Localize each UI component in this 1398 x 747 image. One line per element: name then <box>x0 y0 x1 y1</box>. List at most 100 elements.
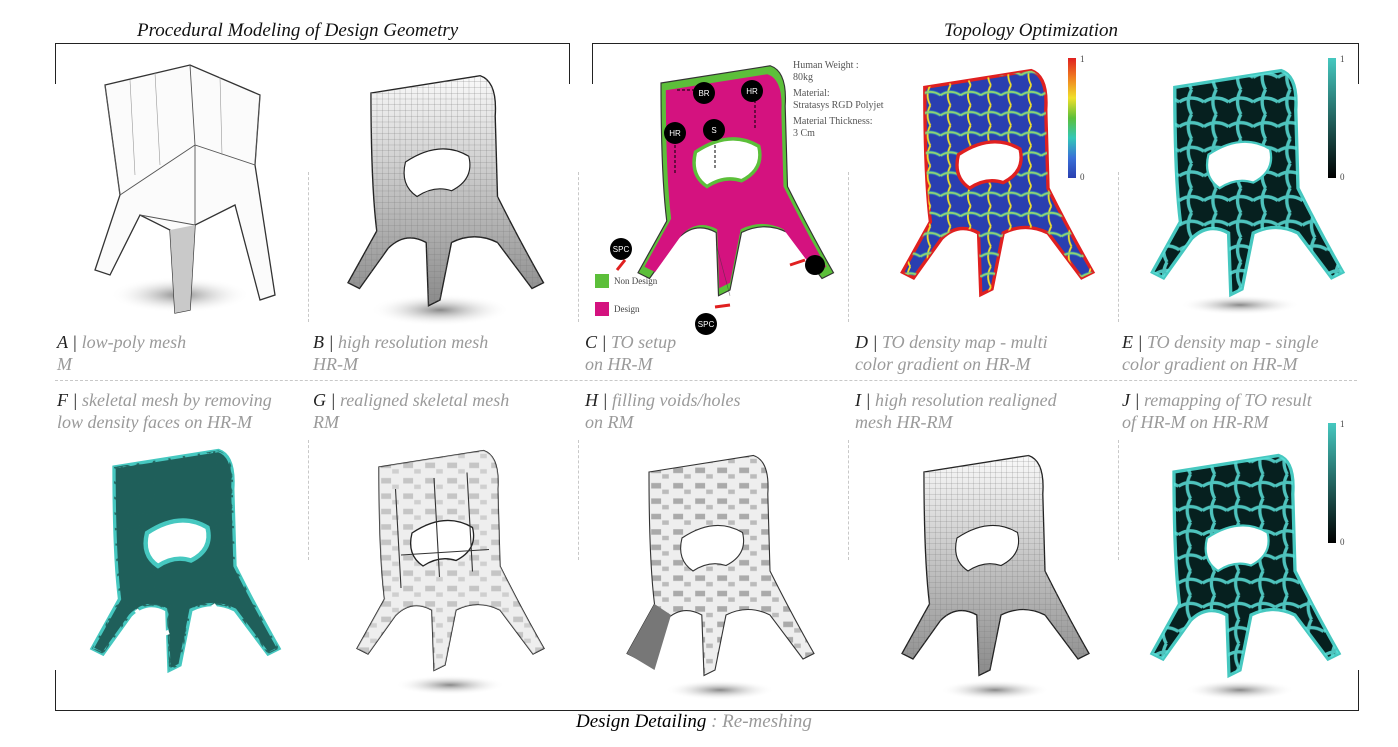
hr-badge: HR <box>664 122 686 144</box>
chair-filled-voids <box>605 450 835 700</box>
caption-letter: J <box>1122 390 1130 410</box>
procedural-bracket <box>55 43 570 84</box>
caption-line2: on RM <box>585 412 634 432</box>
caption-sep: | <box>326 390 340 410</box>
column-divider <box>578 172 579 322</box>
caption-letter: H <box>585 390 598 410</box>
caption-line1: high resolution realigned <box>874 390 1057 410</box>
s-badge: S <box>703 119 725 141</box>
hr-badge: HR <box>741 80 763 102</box>
caption-letter: B <box>313 332 324 352</box>
caption-line1: high resolution mesh <box>337 332 489 352</box>
caption-letter: D <box>855 332 868 352</box>
chair-highres-render <box>320 55 560 326</box>
to-setup-notes: Human Weight : 80kg Material: Stratasys … <box>793 60 884 140</box>
caption-line2: mesh HR-RM <box>855 412 953 432</box>
column-divider <box>848 172 849 322</box>
density-scale-single <box>1328 58 1336 178</box>
caption-line2: HR-M <box>313 354 358 374</box>
chair-skeletal-outline <box>335 445 565 695</box>
caption-line1: remapping of TO result <box>1143 390 1312 410</box>
caption-line1: TO setup <box>610 332 677 352</box>
caption-sep: | <box>1133 332 1147 352</box>
caption-line2: color gradient on HR-M <box>855 354 1031 374</box>
column-divider <box>578 440 579 560</box>
scale-min-label: 0 <box>1340 537 1345 547</box>
caption-line2: M <box>57 354 72 374</box>
caption-sep: | <box>67 332 82 352</box>
scale-min-label: 0 <box>1080 172 1085 182</box>
scale-max-label: 1 <box>1340 54 1345 64</box>
caption-line2: of HR-M on HR-RM <box>1122 412 1269 432</box>
chair-density-single <box>1130 55 1350 315</box>
support-point-icon <box>805 255 825 275</box>
row-divider <box>55 380 1357 381</box>
caption-sep: | <box>598 390 612 410</box>
scale-max-label: 1 <box>1340 419 1345 429</box>
caption-sep: | <box>1130 390 1144 410</box>
caption-sep: | <box>861 390 875 410</box>
caption-line2: RM <box>313 412 339 432</box>
caption-line1: filling voids/holes <box>611 390 741 410</box>
column-divider <box>308 172 309 322</box>
topology-bracket <box>592 43 1359 84</box>
detailing-bracket <box>55 670 1359 711</box>
caption-letter: G <box>313 390 326 410</box>
note-line: 3 Cm <box>793 128 815 139</box>
caption-line2: low density faces on HR-M <box>57 412 252 432</box>
chair-remapped-teal <box>1130 450 1350 700</box>
design-label: Design <box>614 304 640 314</box>
caption-letter: F <box>57 390 68 410</box>
design-swatch <box>595 302 609 316</box>
note-line: Stratasys RGD Polyjet <box>793 100 884 111</box>
procedural-title: Procedural Modeling of Design Geometry <box>137 20 459 41</box>
caption-line1: low-poly mesh <box>81 332 187 352</box>
caption-letter: A <box>57 332 68 352</box>
caption-line2: on HR-M <box>585 354 653 374</box>
caption-letter: C <box>585 332 598 352</box>
detailing-title-main: Design Detailing <box>576 711 707 732</box>
column-divider <box>1118 172 1119 322</box>
chair-lowpoly-render <box>60 45 300 315</box>
density-scale-remapped <box>1328 423 1336 543</box>
note-line: Material: <box>793 88 830 99</box>
spc-badge: SPC <box>695 313 717 335</box>
caption-line2: color gradient on HR-M <box>1122 354 1298 374</box>
caption-letter: I <box>855 390 861 410</box>
caption-line1: TO density map - multi <box>881 332 1048 352</box>
density-scale-multicolor <box>1068 58 1076 178</box>
spc-badge: SPC <box>610 238 632 260</box>
chair-skeletal-teal <box>70 445 300 695</box>
caption-line1: TO density map - single <box>1146 332 1319 352</box>
chair-to-setup <box>595 55 845 325</box>
non-design-swatch <box>595 274 609 288</box>
caption-line1: skeletal mesh by removing <box>81 390 272 410</box>
detailing-title: Design Detailing : Re-meshing <box>576 711 812 733</box>
note-line: Material Thickness: <box>793 116 873 127</box>
caption-sep: | <box>868 332 882 352</box>
column-divider <box>1118 440 1119 560</box>
chair-highres-realigned <box>880 450 1110 700</box>
chair-density-multicolor <box>880 55 1100 315</box>
topology-title: Topology Optimization <box>944 20 1119 41</box>
note-line: 80kg <box>793 72 813 83</box>
caption-line1: realigned skeletal mesh <box>339 390 510 410</box>
note-line: Human Weight : <box>793 60 859 71</box>
scale-max-label: 1 <box>1080 54 1085 64</box>
detailing-title-sub: : Re-meshing <box>706 711 812 732</box>
caption-letter: E <box>1122 332 1133 352</box>
br-badge: BR <box>693 82 715 104</box>
caption-sep: | <box>68 390 82 410</box>
caption-sep: | <box>324 332 338 352</box>
scale-min-label: 0 <box>1340 172 1345 182</box>
column-divider <box>848 440 849 560</box>
